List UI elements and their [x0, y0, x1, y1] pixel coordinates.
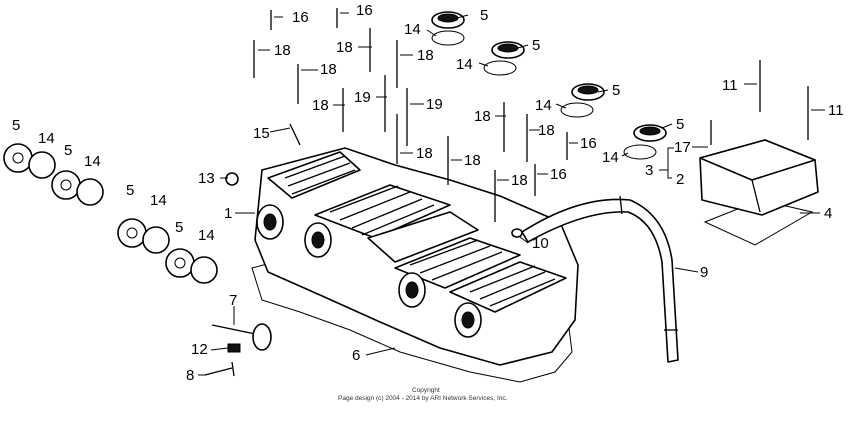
cover-bolts[interactable]	[253, 8, 809, 222]
callout-1: 1	[224, 205, 232, 222]
callout-14: 14	[38, 130, 55, 147]
callout-16: 16	[356, 2, 373, 19]
copyright-line2: Page design (c) 2004 - 2014 by ARI Netwo…	[338, 395, 508, 402]
callout-14: 14	[404, 21, 421, 38]
plug-hole	[263, 213, 277, 231]
callout-18: 18	[312, 97, 329, 114]
callout-18: 18	[417, 47, 434, 64]
clip-12[interactable]	[227, 343, 241, 353]
callout-11: 11	[722, 77, 738, 94]
tappet-cap-group-left[interactable]	[3, 143, 218, 284]
callout-14: 14	[602, 149, 619, 166]
callout-14: 14	[84, 153, 101, 170]
callout-5: 5	[480, 7, 488, 24]
callout-5: 5	[12, 117, 20, 134]
tappet-cap-group-top[interactable]	[431, 11, 667, 160]
cover-fins-far-right	[469, 265, 556, 307]
callout-16: 16	[550, 166, 567, 183]
callout-10: 10	[532, 235, 549, 252]
plug-hole	[461, 311, 475, 329]
callout-5: 5	[64, 142, 72, 159]
callout-14: 14	[198, 227, 215, 244]
callout-17: 17	[674, 139, 691, 156]
callout-16: 16	[292, 9, 309, 26]
callout-19: 19	[354, 89, 371, 106]
breather-cover[interactable]	[699, 139, 819, 216]
callout-16: 16	[580, 135, 597, 152]
plug-hole	[311, 231, 325, 249]
breather-hose[interactable]	[521, 198, 679, 363]
callout-7: 7	[229, 292, 237, 309]
callout-2: 2	[676, 171, 684, 188]
callout-9: 9	[700, 264, 708, 281]
callout-14: 14	[150, 192, 167, 209]
callout-18: 18	[538, 122, 555, 139]
callout-15: 15	[253, 125, 270, 142]
callout-5: 5	[175, 219, 183, 236]
tachometer-gear-assembly[interactable]	[211, 323, 272, 351]
nut-13[interactable]	[225, 172, 239, 186]
callout-5: 5	[676, 116, 684, 133]
callout-8: 8	[186, 367, 194, 384]
callout-5: 5	[126, 182, 134, 199]
callout-5: 5	[532, 37, 540, 54]
callout-labels: 16 16 18 18 18 18 18 19 19 18 18 16 18 1…	[12, 2, 844, 384]
callout-11: 11	[828, 102, 844, 119]
callout-14: 14	[456, 56, 473, 73]
callout-14: 14	[535, 97, 552, 114]
cover-fins-right	[409, 239, 503, 281]
bolt-8[interactable]	[204, 361, 235, 377]
copyright-line1: Copyright	[412, 387, 440, 394]
callout-18: 18	[416, 145, 433, 162]
callout-18: 18	[464, 152, 481, 169]
callout-6: 6	[352, 347, 360, 364]
callout-18: 18	[474, 108, 491, 125]
cover-fins-left	[284, 155, 356, 195]
callout-18: 18	[320, 61, 337, 78]
callout-19: 19	[426, 96, 443, 113]
callout-5: 5	[612, 82, 620, 99]
callout-18: 18	[511, 172, 528, 189]
leader-lines	[198, 12, 825, 376]
bolt-15[interactable]	[289, 123, 301, 146]
callout-3: 3	[645, 162, 653, 179]
cover-fins-middle	[329, 185, 435, 236]
callout-18: 18	[336, 39, 353, 56]
cylinder-head-cover[interactable]	[254, 147, 579, 366]
callout-12: 12	[191, 341, 208, 358]
hose-clamp[interactable]	[511, 228, 523, 238]
callout-4: 4	[824, 205, 832, 222]
callout-13: 13	[198, 170, 215, 187]
plug-hole	[405, 281, 419, 299]
callout-18: 18	[274, 42, 291, 59]
